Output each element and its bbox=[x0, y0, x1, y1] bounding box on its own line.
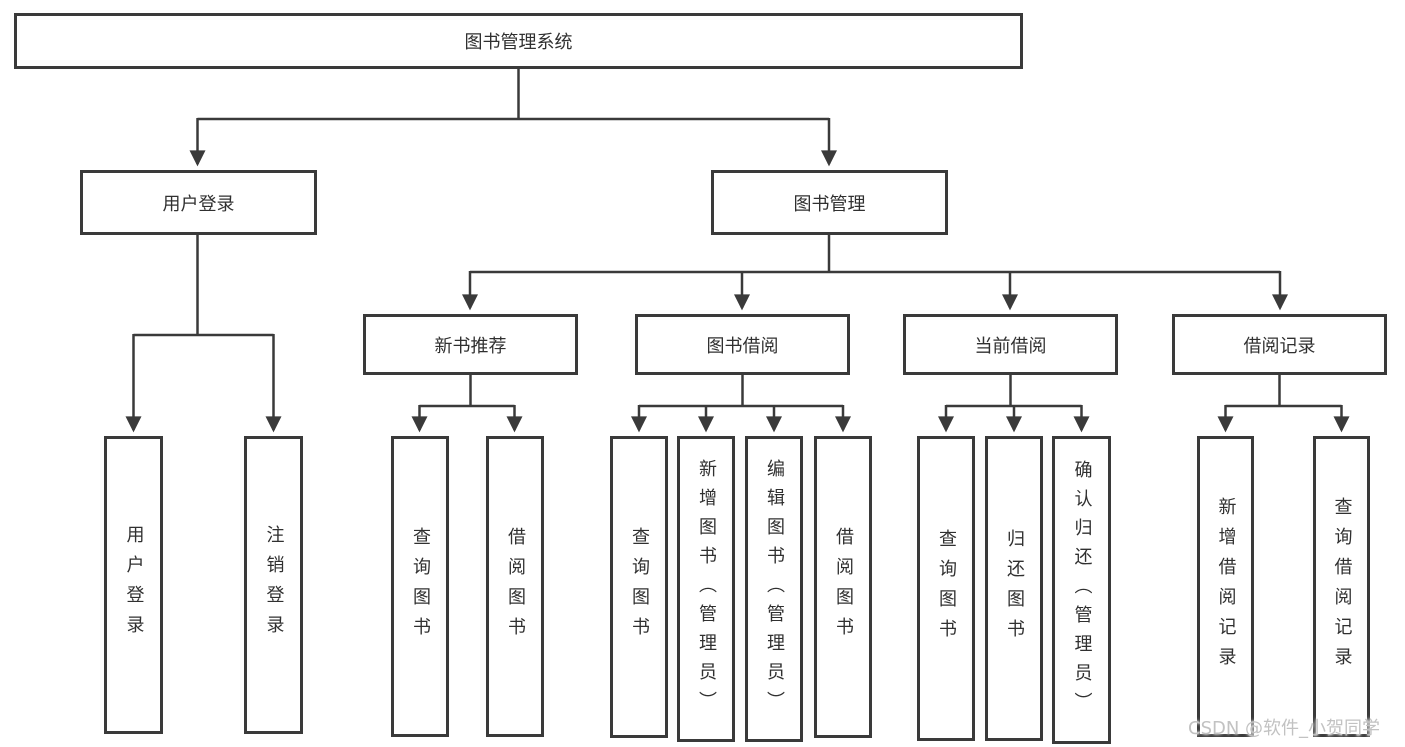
node-label: 图书管理系统 bbox=[464, 32, 573, 53]
leaf-label: 新增借阅记录 bbox=[1215, 496, 1237, 677]
node-book-management: 图书管理 bbox=[711, 170, 948, 235]
leaf-label: 注销登录 bbox=[263, 525, 285, 645]
node-label: 当前借阅 bbox=[974, 335, 1047, 357]
node-borrowing-records: 借阅记录 bbox=[1172, 314, 1387, 375]
leaf-label: 查询图书 bbox=[410, 526, 431, 647]
node-library-management-system: 图书管理系统 bbox=[14, 13, 1023, 69]
leaf-add-borrow-record: 新增借阅记录 bbox=[1197, 436, 1254, 737]
leaf-label: 归还图书 bbox=[1004, 528, 1025, 649]
leaf-label: 编辑图书（管理员） bbox=[764, 458, 785, 720]
node-label: 图书借阅 bbox=[706, 335, 779, 357]
leaf-return-books: 归还图书 bbox=[985, 436, 1043, 741]
node-current-borrowing: 当前借阅 bbox=[903, 314, 1118, 375]
leaf-query-books-recommend: 查询图书 bbox=[391, 436, 449, 737]
node-label: 用户登录 bbox=[162, 193, 235, 215]
leaf-label: 借阅图书 bbox=[833, 527, 854, 647]
leaf-label: 查询图书 bbox=[936, 528, 957, 649]
leaf-user-login: 用户登录 bbox=[104, 436, 163, 734]
csdn-watermark: CSDN @软件_小贺同学 bbox=[1188, 718, 1381, 739]
leaf-query-borrow-record: 查询借阅记录 bbox=[1313, 436, 1370, 737]
leaf-logout: 注销登录 bbox=[244, 436, 303, 734]
leaf-label: 新增图书（管理员） bbox=[696, 458, 717, 720]
leaf-label: 用户登录 bbox=[123, 525, 145, 645]
leaf-query-books-borrowing: 查询图书 bbox=[610, 436, 668, 738]
node-label: 图书管理 bbox=[793, 193, 866, 215]
leaf-borrow-books-recommend: 借阅图书 bbox=[486, 436, 544, 737]
leaf-label: 查询借阅记录 bbox=[1331, 496, 1353, 677]
leaf-label: 确认归还（管理员） bbox=[1071, 459, 1093, 721]
leaf-confirm-return-admin: 确认归还（管理员） bbox=[1052, 436, 1111, 744]
leaf-label: 借阅图书 bbox=[505, 526, 526, 647]
node-user-login: 用户登录 bbox=[80, 170, 317, 235]
leaf-add-books-admin: 新增图书（管理员） bbox=[677, 436, 735, 742]
leaf-query-books-current: 查询图书 bbox=[917, 436, 975, 741]
leaf-edit-books-admin: 编辑图书（管理员） bbox=[745, 436, 803, 742]
node-label: 借阅记录 bbox=[1243, 335, 1316, 357]
node-new-book-recommendation: 新书推荐 bbox=[363, 314, 578, 375]
leaf-label: 查询图书 bbox=[629, 527, 650, 647]
node-label: 新书推荐 bbox=[434, 335, 507, 357]
node-book-borrowing: 图书借阅 bbox=[635, 314, 850, 375]
leaf-borrow-books-borrowing: 借阅图书 bbox=[814, 436, 872, 738]
